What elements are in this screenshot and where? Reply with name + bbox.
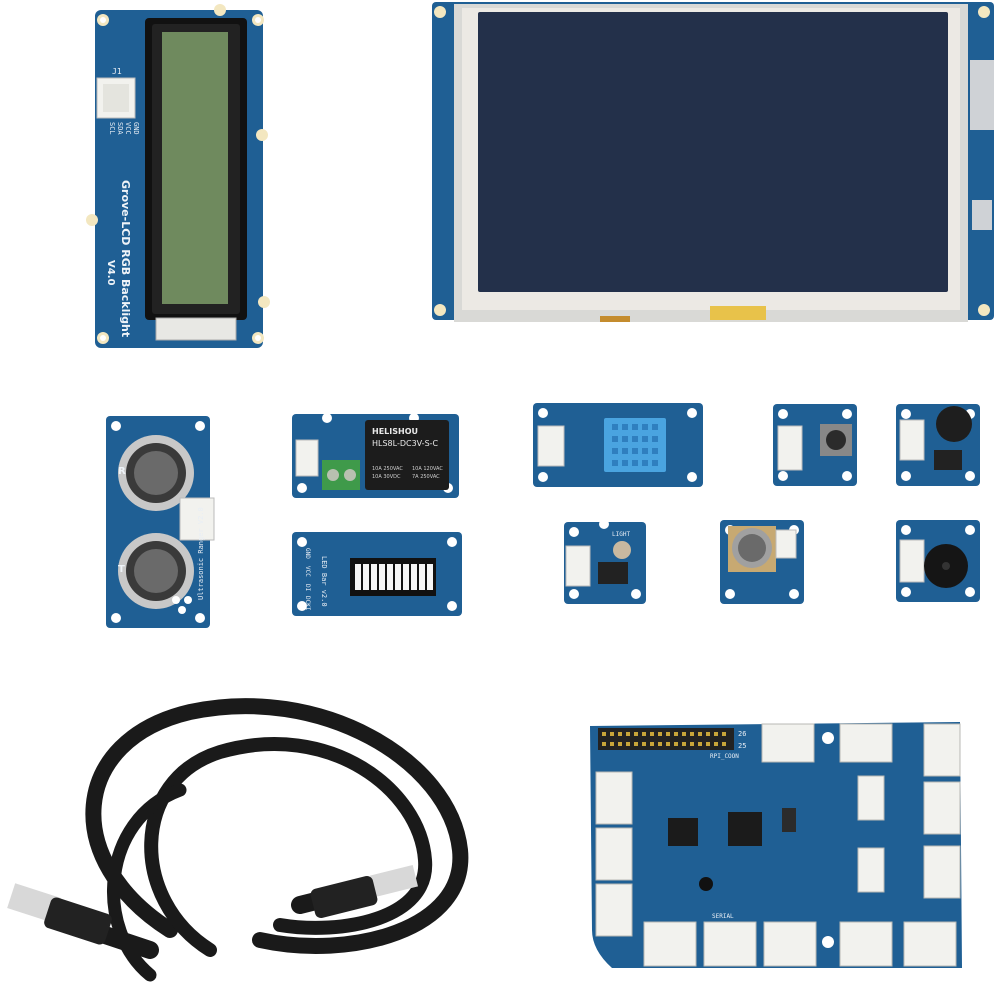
relay-brand: HELISHOU <box>372 427 418 436</box>
ledbar-pin-dcki: DCKI <box>304 596 311 611</box>
touch-screen-display <box>432 2 994 322</box>
base-hub-board: 26 25 RPI_COON SERIAL <box>590 722 962 968</box>
ledbar-pin-gnd: GND <box>304 548 311 559</box>
lcd-title: Grove-LCD RGB Backlight <box>119 180 132 337</box>
lcd-label-j1: J1 <box>112 67 122 76</box>
ultrasonic-module: T R Ultrasonic Ranger V2.0 <box>106 416 215 628</box>
led-segments <box>355 564 433 590</box>
lcd-pin-scl: SCL <box>108 122 116 135</box>
lcd-rgb-module: GND VCC SDA SCL J1 Grove-LCD RGB Backlig… <box>86 4 270 348</box>
rotary-angle-module <box>720 520 804 604</box>
display-screen <box>478 12 948 292</box>
ledbar-label: LED Bar v2.0 <box>320 556 328 607</box>
lcd-pin-gnd: GND <box>132 122 140 135</box>
usb-plug-b <box>310 865 419 919</box>
relay-module: HELISHOU HLS8L-DC3V-S-C 10A 250VAC 10A 3… <box>292 413 459 498</box>
ledbar-pin-di: DI <box>304 584 311 592</box>
hub-label-26: 26 <box>738 730 746 738</box>
hub-label-25: 25 <box>738 742 746 750</box>
hub-label-serial: SERIAL <box>712 913 734 920</box>
relay-rating-2: 10A 30VDC <box>372 474 401 480</box>
temp-humidity-module <box>533 403 703 487</box>
light-label: LIGHT <box>612 531 630 538</box>
ledbar-pin-vcc: VCC <box>304 566 311 577</box>
light-sensor-module: LIGHT <box>564 519 646 604</box>
lcd-pin-vcc: VCC <box>124 122 132 135</box>
sound-sensor-module <box>896 404 980 486</box>
lcd-screen <box>162 32 228 304</box>
led-bar-module: GND VCC DI DCKI LED Bar v2.0 <box>292 532 462 616</box>
relay-rating-1: 10A 250VAC <box>372 466 403 472</box>
hub-label-rpi: RPI_COON <box>710 753 739 760</box>
gpio-header <box>598 728 734 750</box>
usb-plug-a <box>7 883 112 945</box>
lcd-pin-sda: SDA <box>116 122 124 135</box>
ultrasonic-label: Ultrasonic Ranger V2.0 <box>197 507 205 600</box>
relay-model: HLS8L-DC3V-S-C <box>372 439 439 448</box>
lcd-version: V4.0 <box>105 260 116 285</box>
relay-rating-3: 10A 120VAC <box>412 466 443 472</box>
relay-rating-4: 7A 250VAC <box>412 474 440 480</box>
buzzer-module <box>896 520 980 602</box>
ultrasonic-r: R <box>118 466 126 477</box>
ultrasonic-t: T <box>118 564 125 575</box>
usb-cable <box>51 698 469 982</box>
button-module <box>773 404 857 486</box>
